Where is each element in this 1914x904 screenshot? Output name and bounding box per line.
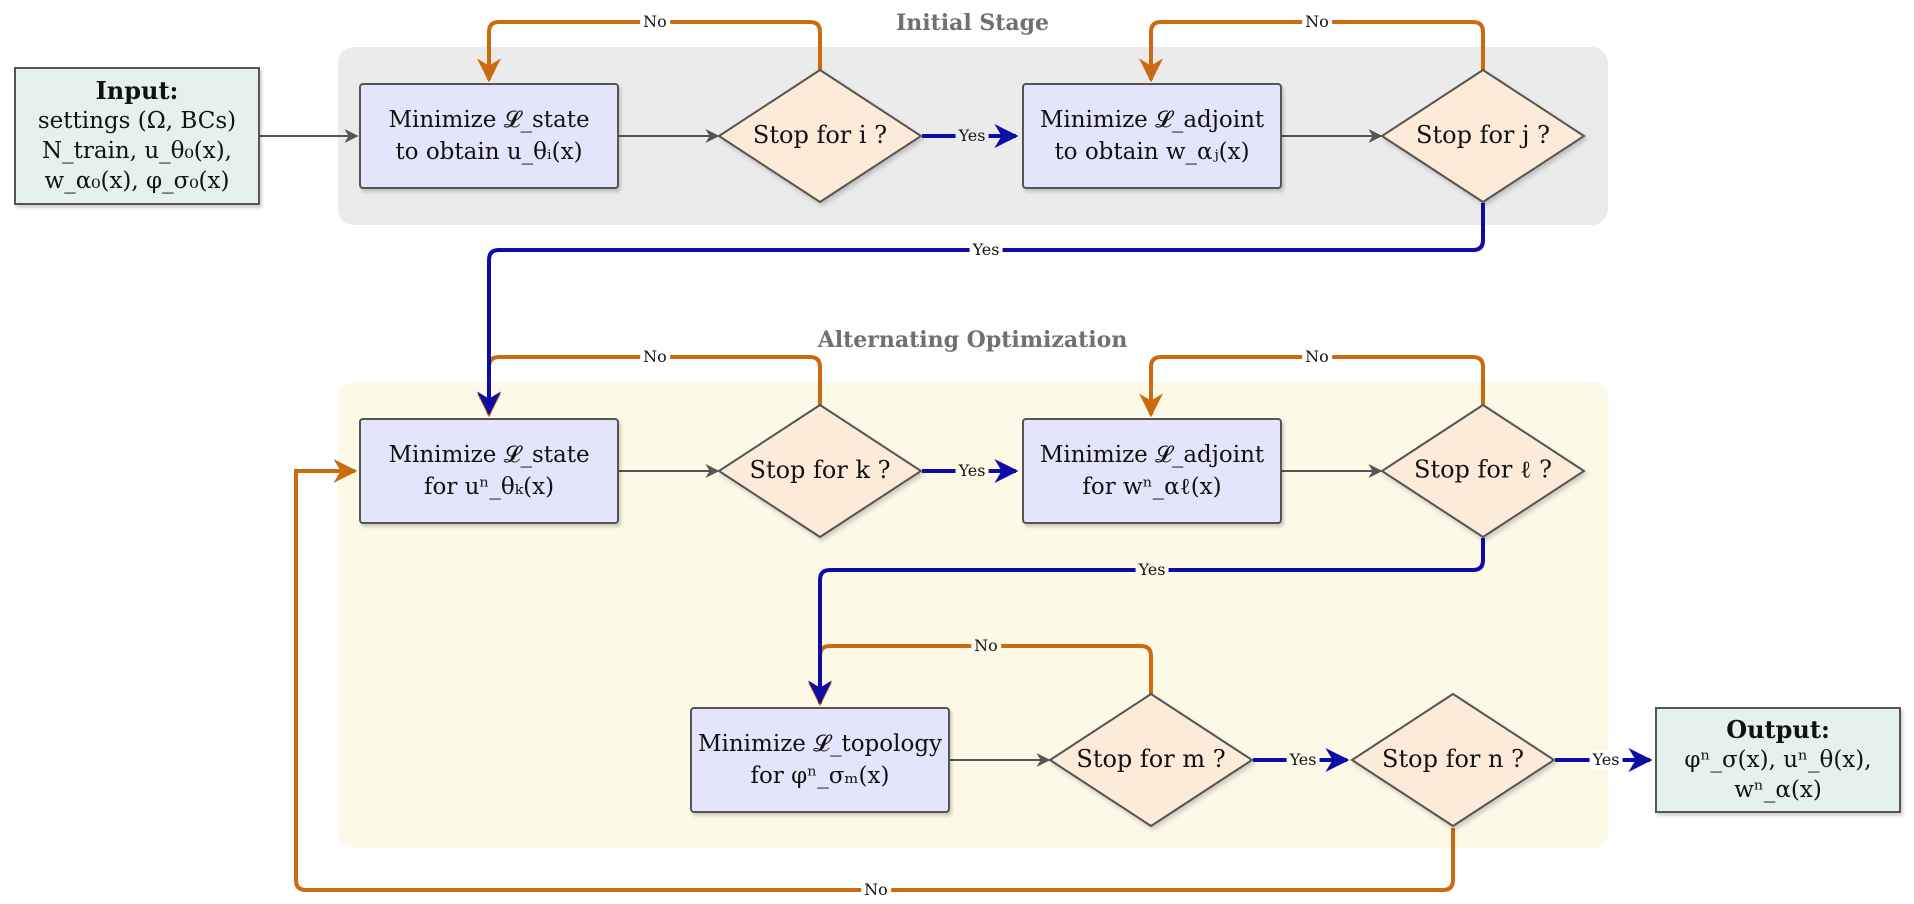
edge-label-yes-l: Yes (1135, 561, 1169, 579)
decision-m-label: Stop for m ? (1076, 745, 1226, 773)
box-line-2: for wⁿ_αℓ(x) (1082, 474, 1222, 500)
minimize-topology-box: Minimize 𝓛_topology for φⁿ_σₘ(x) (690, 707, 950, 813)
edge-yes-j (477, 203, 1485, 416)
minimize-state-alternating-box: Minimize 𝓛_state for uⁿ_θₖ(x) (359, 418, 619, 524)
minimize-adjoint-initial-box: Minimize 𝓛_adjoint to obtain w_αⱼ(x) (1022, 83, 1282, 189)
decision-j-shape (1380, 68, 1586, 204)
decision-k-label: Stop for k ? (749, 456, 891, 484)
edge-label-no-k: No (640, 348, 670, 366)
box-line-1: Minimize 𝓛_state (388, 442, 590, 468)
input-line-1: settings (Ω, BCs) (37, 108, 237, 134)
edge-no-n (294, 459, 1455, 892)
decision-n-shape (1350, 692, 1556, 828)
edge-label-no-n: No (861, 881, 891, 899)
alternating-stage-title: Alternating Optimization (817, 327, 1128, 353)
minimize-state-initial-box: Minimize 𝓛_state to obtain u_θᵢ(x) (359, 83, 619, 189)
output-line-1: φⁿ_σ(x), uⁿ_θ(x), wⁿ_α(x) (1684, 747, 1872, 803)
decision-i-label: Stop for i ? (752, 121, 888, 149)
edge-label-no-l: No (1302, 348, 1332, 366)
edge-label-no-j: No (1302, 13, 1332, 31)
box-line-1: Minimize 𝓛_adjoint (1039, 107, 1265, 133)
decision-l-label: Stop for ℓ ? (1414, 455, 1552, 484)
decision-k-shape (717, 403, 923, 539)
edge-label-yes-n: Yes (1589, 751, 1623, 769)
input-node: Input: settings (Ω, BCs) N_train, u_θ₀(x… (14, 67, 260, 205)
input-line-3: w_α₀(x), φ_σ₀(x) (44, 168, 230, 194)
minimize-adjoint-alternating-box: Minimize 𝓛_adjoint for wⁿ_αℓ(x) (1022, 418, 1282, 524)
initial-stage-title: Initial Stage (895, 10, 1050, 36)
decision-m-shape (1048, 692, 1254, 828)
decision-i-shape (717, 68, 923, 204)
output-node: Output: φⁿ_σ(x), uⁿ_θ(x), wⁿ_α(x) (1655, 707, 1901, 813)
box-line-1: Minimize 𝓛_topology (697, 731, 943, 757)
output-heading: Output: (1726, 715, 1830, 744)
box-line-2: for φⁿ_σₘ(x) (750, 763, 890, 789)
edge-label-no-i: No (640, 13, 670, 31)
box-line-2: for uⁿ_θₖ(x) (423, 474, 555, 500)
box-line-1: Minimize 𝓛_adjoint (1039, 442, 1265, 468)
box-line-2: to obtain w_αⱼ(x) (1054, 139, 1250, 165)
input-line-2: N_train, u_θ₀(x), (42, 138, 232, 164)
edge-label-yes-j: Yes (969, 241, 1003, 259)
decision-n-label: Stop for n ? (1382, 745, 1524, 773)
input-heading: Input: (95, 76, 179, 105)
edge-label-yes-m: Yes (1286, 751, 1320, 769)
decision-l-shape (1380, 403, 1586, 539)
box-line-2: to obtain u_θᵢ(x) (395, 139, 583, 165)
edge-label-no-m: No (971, 637, 1001, 655)
edge-label-yes-i: Yes (955, 127, 989, 145)
decision-j-label: Stop for j ? (1416, 121, 1550, 149)
alternating-stage-background (338, 382, 1608, 848)
box-line-1: Minimize 𝓛_state (388, 107, 590, 133)
edge-label-yes-k: Yes (955, 462, 989, 480)
